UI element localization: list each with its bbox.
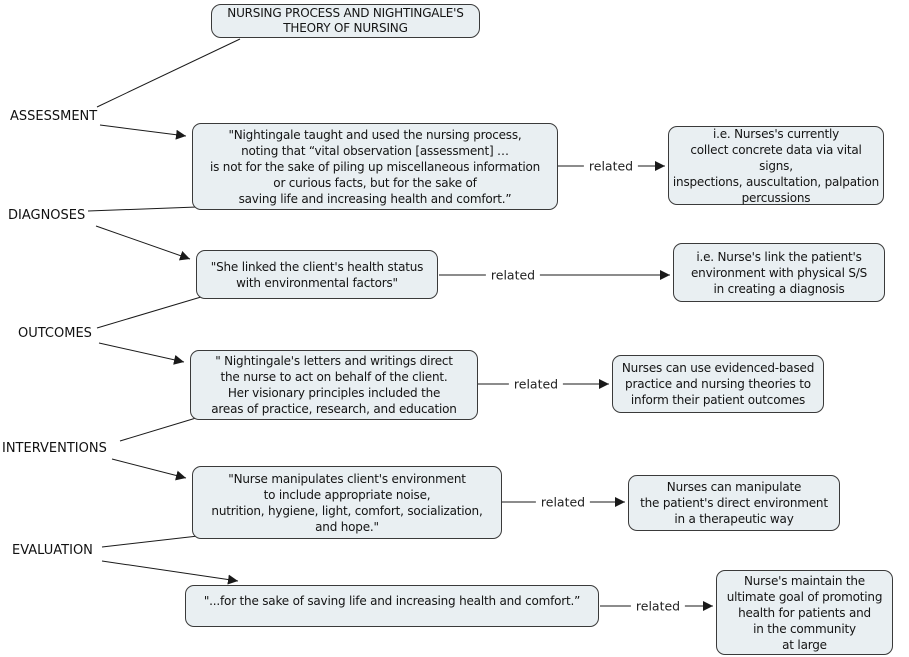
quote-text: "...for the sake of saving life and incr… [203,594,581,608]
quote-node-evaluation: "...for the sake of saving life and incr… [185,585,599,627]
arrow-diagnoses-to-quote [95,225,191,261]
quote-text: "Nightingale taught and used the nursing… [209,127,541,206]
arrow-assessment-to-quote [99,124,187,140]
application-text: Nurse's maintain the ultimate goal of pr… [726,573,883,652]
application-node-interventions: Nurses can manipulate the patient's dire… [628,475,840,531]
line-title-to-assessment [96,38,241,108]
relation-label: related [535,494,591,510]
relation-label: related [485,267,541,283]
quote-node-diagnoses: "She linked the client's health status w… [196,250,438,299]
arrow-interventions-to-quote [111,458,187,481]
stage-label-interventions: INTERVENTIONS [2,441,107,456]
application-node-diagnoses: i.e. Nurse's link the patient's environm… [673,243,885,302]
quote-node-assessment: "Nightingale taught and used the nursing… [192,123,558,210]
application-text: i.e. Nurse's link the patient's environm… [691,249,867,296]
relation-label: related [630,598,686,614]
arrow-evaluation-to-quote [101,560,239,585]
line-quote1-to-diagnoses [87,206,198,212]
application-text: Nurses can manipulate the patient's dire… [640,480,828,526]
stage-label-assessment: ASSESSMENT [10,109,98,124]
line-quote4-to-evaluation [101,535,199,548]
quote-text: " Nightingale's letters and writings dir… [211,354,457,416]
line-quote2-to-outcomes [96,296,202,329]
title-text: NURSING PROCESS AND NIGHTINGALE'S THEORY… [227,6,464,35]
quote-text: "She linked the client's health status w… [210,259,424,290]
relation-label: related [508,376,564,392]
stage-label-diagnoses: DIAGNOSES [8,208,86,223]
arrow-outcomes-to-quote [98,342,185,365]
stage-label-outcomes: OUTCOMES [18,326,92,341]
line-quote3-to-interventions [119,417,197,442]
application-node-assessment: i.e. Nurses's currently collect concrete… [668,126,884,205]
application-node-outcomes: Nurses can use evidenced-based practice … [612,355,824,413]
title-node: NURSING PROCESS AND NIGHTINGALE'S THEORY… [211,4,480,38]
relation-label: related [583,158,639,174]
stage-label-evaluation: EVALUATION [12,543,93,558]
quote-node-interventions: "Nurse manipulates client's environment … [192,466,502,539]
quote-node-outcomes: " Nightingale's letters and writings dir… [190,350,478,420]
application-text: Nurses can use evidenced-based practice … [621,361,815,407]
application-node-evaluation: Nurse's maintain the ultimate goal of pr… [716,570,893,655]
application-text: i.e. Nurses's currently collect concrete… [672,126,880,205]
quote-text: "Nurse manipulates client's environment … [211,471,483,534]
